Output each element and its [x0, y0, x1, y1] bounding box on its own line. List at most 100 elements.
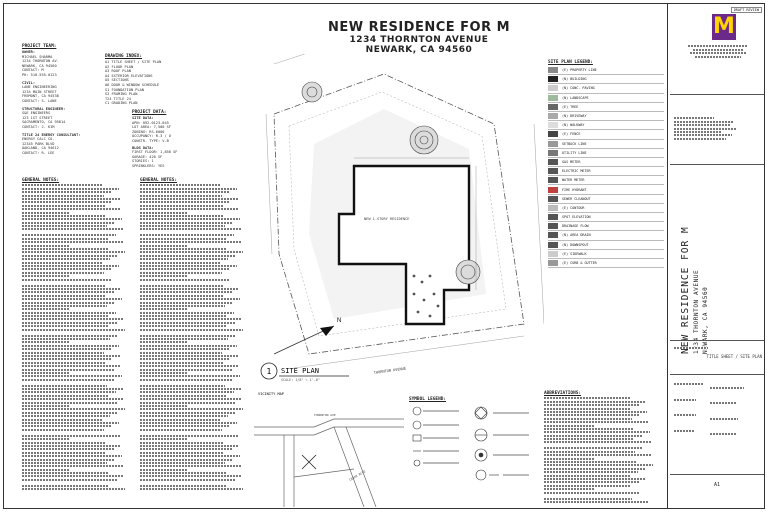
legend-row: (N) DOWNSPOUT	[548, 241, 664, 250]
structural-line: 123 1ST STREET	[22, 115, 53, 120]
legend-label: (E) FENCE	[562, 132, 581, 137]
legend-swatch	[548, 204, 558, 211]
legend-row: GAS METER	[548, 158, 664, 168]
legend-label: (N) AREA DRAIN	[562, 233, 591, 238]
abbreviations-block: ABBREVIATIONS:	[544, 391, 666, 504]
owner-line: CONTACT: M	[22, 68, 44, 73]
legend-label: (E) SIDEWALK	[562, 251, 587, 256]
drawing-index-item: A2 FLOOR PLAN	[105, 64, 134, 69]
vertical-address: 1234 THORNTON AVENUE	[693, 269, 700, 354]
legend-label: (N) CONC. PAVING	[562, 86, 595, 91]
drawing-index-item: T24 TITLE 24	[105, 96, 131, 101]
detail-number: 1	[267, 367, 272, 376]
tree-icon	[301, 81, 323, 103]
legend-label: SPOT ELEVATION	[562, 215, 591, 220]
north-arrow-icon	[273, 325, 335, 355]
abbreviations-heading: ABBREVIATIONS:	[544, 391, 582, 396]
site-plan-label: 1 SITE PLAN SCALE: 1/8" = 1'-0"	[260, 362, 349, 382]
drawing-index-item: S1 FOUNDATION PLAN	[105, 87, 144, 92]
drawing-index-heading: DRAWING INDEX:	[105, 54, 143, 59]
site-data-line: APN: 092-0123-045	[132, 120, 169, 125]
civil-line: 1234 MAIN STREET	[22, 89, 57, 94]
legend-row: (N) DRIVEWAY	[548, 112, 664, 122]
site-data-label: SITE DATA:	[132, 116, 154, 120]
general-notes-heading: GENERAL NOTES:	[22, 178, 60, 183]
bldg-data-line: STORIES: 1	[132, 159, 154, 164]
drawing-index-item: S2 FRAMING PLAN	[105, 92, 138, 97]
project-team-block: PROJECT TEAM: OWNER: MICHAEL SHARMA 1234…	[22, 44, 137, 155]
project-address: 1234 THORNTON AVENUE	[349, 35, 489, 45]
legend-swatch	[548, 260, 558, 267]
legend-swatch	[548, 195, 558, 202]
civil-line: LANE ENGINEERING	[22, 85, 57, 90]
legend-row: (E) FENCE	[548, 130, 664, 140]
legend-label: (N) DRIVEWAY	[562, 114, 587, 119]
legend-row: (E) CONTOUR	[548, 204, 664, 213]
bldg-data-line: FIRST FLOOR: 1,850 SF	[132, 150, 178, 155]
civil-line: FREMONT, CA 94538	[22, 94, 59, 99]
legend-label: GAS METER	[562, 159, 581, 164]
title24-line: 12345 PARK BLVD	[22, 141, 55, 146]
legend-swatch	[548, 158, 558, 165]
legend-row: WATER METER	[548, 176, 664, 186]
property-line	[273, 73, 525, 355]
symbol-legend: SYMBOL LEGEND:	[409, 397, 539, 507]
owner-label: OWNER:	[22, 50, 35, 54]
legend-swatch	[548, 250, 558, 257]
project-title: NEW RESIDENCE FOR M	[327, 20, 511, 35]
revision-notes	[674, 116, 744, 141]
title24-line: OAKLAND, CA 94612	[22, 146, 59, 151]
site-data-line: LOT AREA: 7,500 SF	[132, 125, 171, 130]
drawing-index-item: A6 DOOR & WINDOW SCHEDULE	[105, 82, 160, 87]
building-label: NEW 1-STORY RESIDENCE	[364, 217, 409, 221]
title-block-rule	[670, 340, 764, 341]
legend-row: (E) SIDEWALK	[548, 250, 664, 259]
legend-label: (E) TREE	[562, 104, 579, 109]
legend-row: UTILITY LINE	[548, 149, 664, 158]
site-data-line: CONSTR. TYPE: V-B	[132, 138, 169, 143]
legend-swatch	[548, 103, 558, 110]
street-label: THORNTON AVENUE	[374, 367, 407, 375]
general-notes-column-1: GENERAL NOTES:	[22, 178, 130, 492]
title-block-rule	[670, 164, 764, 165]
notes-text-lines	[140, 184, 248, 491]
legend-label: (N) BUILDING	[562, 77, 587, 82]
vertical-title: NEW RESIDENCE FOR M	[680, 226, 691, 354]
legend-label: SEWER CLEANOUT	[562, 196, 591, 201]
legend-rows: (E) PROPERTY LINE (N) BUILDING (N) CONC. P…	[548, 66, 664, 269]
title-block-rule	[670, 374, 764, 375]
general-notes-heading-2: GENERAL NOTES:	[140, 178, 178, 183]
legend-swatch	[548, 214, 558, 221]
title-block: DRAFT REVIEW M NEW RESIDENCE FOR M 1234 …	[668, 4, 764, 508]
drawing-index-item: A3 ROOF PLAN	[105, 69, 131, 74]
legend-swatch	[548, 177, 558, 184]
tree-icon	[409, 125, 439, 155]
vicinity-street-1: THORNTON AVE	[314, 413, 336, 417]
drawing-index-item: C1 GRADING PLAN	[105, 101, 138, 106]
legend-label: (E) CURB & GUTTER	[562, 261, 597, 266]
notes-text-lines	[22, 184, 130, 491]
bldg-data-line: SPRINKLERS: YES	[132, 163, 165, 168]
vicinity-map-label: VICINITY MAP	[258, 392, 284, 396]
title24-label: TITLE 24 ENERGY CONSULTANT:	[22, 132, 81, 137]
owner-line: MICHAEL SHARMA	[22, 54, 53, 59]
legend-row: (E) PROPERTY LINE	[548, 66, 664, 76]
legend-swatch	[548, 223, 558, 230]
legend-label: SETBACK LINE	[562, 141, 587, 146]
legend-label: UTILITY LINE	[562, 150, 587, 155]
legend-label: WATER METER	[562, 178, 585, 183]
legend-row: (E) CURB & GUTTER	[548, 259, 664, 269]
north-label: N	[337, 318, 341, 324]
bldg-data-line: GARAGE: 420 SF	[132, 154, 163, 159]
bldg-data-label: BLDG DATA:	[132, 145, 154, 150]
sheet-header: NEW RESIDENCE FOR M 1234 THORNTON AVENUE…	[254, 20, 584, 55]
title-block-rule	[670, 94, 764, 95]
legend-swatch	[548, 76, 558, 83]
legend-label: (E) PROPERTY LINE	[562, 68, 597, 73]
legend-row: (E) TREE	[548, 103, 664, 112]
vicinity-map: VICINITY MAP THORNTON AVE CEDAR BLVD	[254, 392, 404, 507]
general-notes-column-2: GENERAL NOTES:	[140, 178, 248, 492]
drawing-index-block: DRAWING INDEX: A1 TITLE SHEET / SITE PLA…	[105, 54, 205, 106]
project-city: NEWARK, CA 94560	[365, 45, 473, 55]
legend-swatch	[548, 85, 558, 92]
